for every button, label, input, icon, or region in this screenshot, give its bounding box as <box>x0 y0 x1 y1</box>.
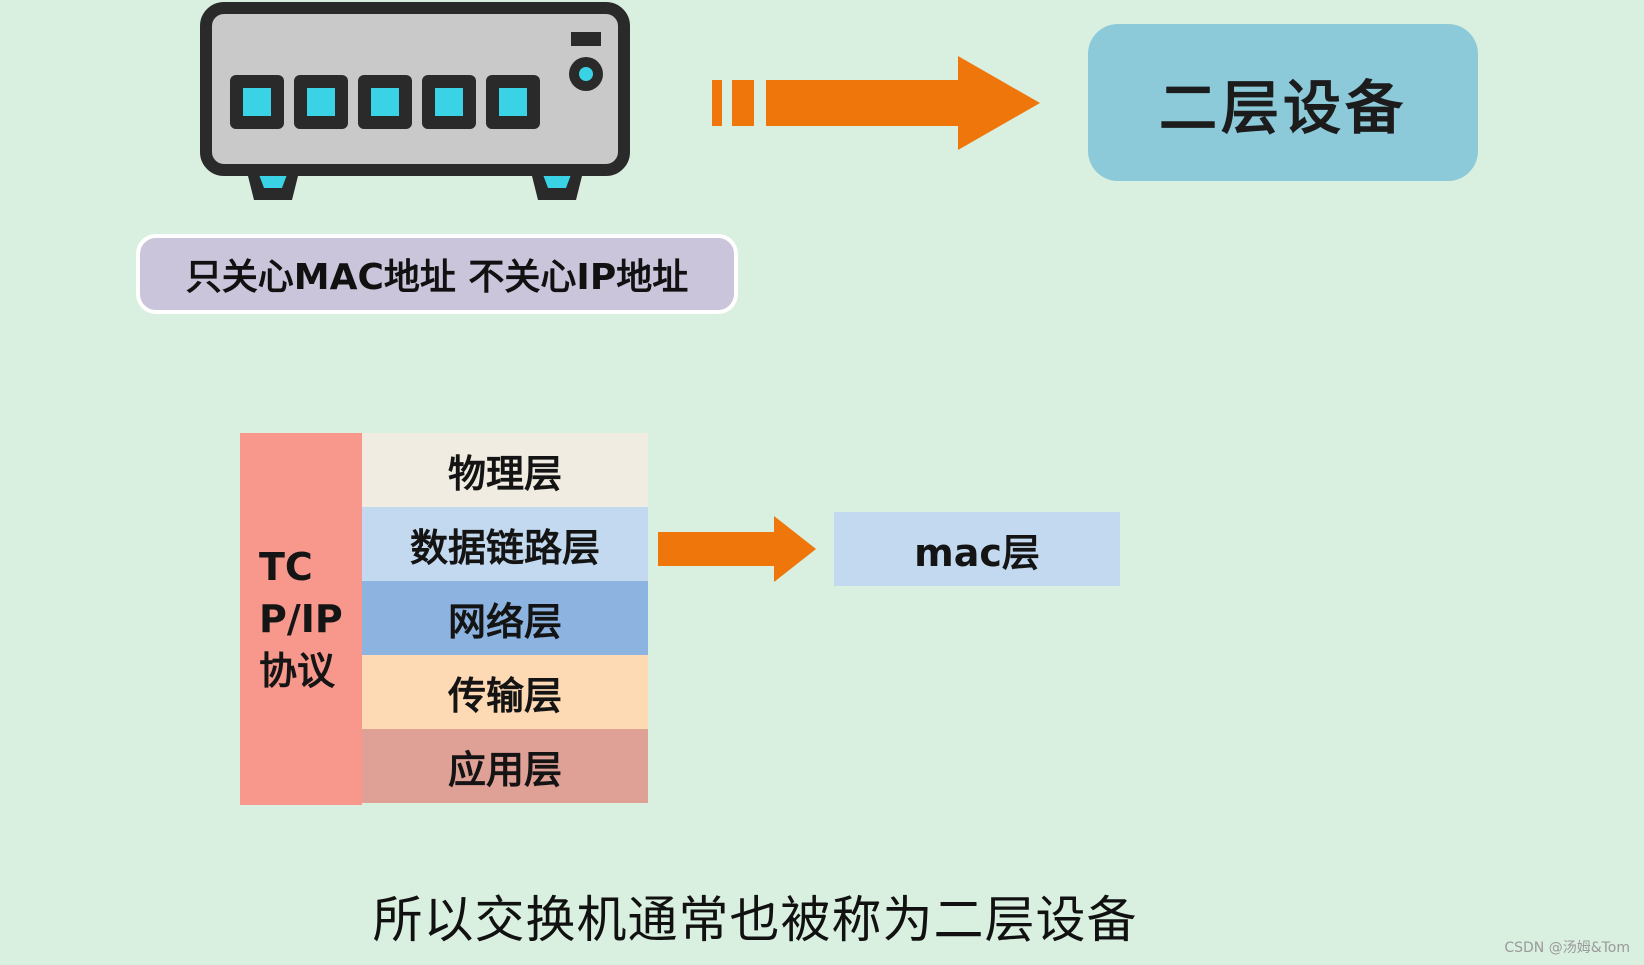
switch-port-light-2 <box>307 88 335 116</box>
layer-physical: 物理层 <box>362 433 648 507</box>
arrow-to-mac-layer <box>658 516 816 582</box>
protocol-stack-label: TCP/IP协议 <box>240 433 362 805</box>
switch-port-5 <box>486 75 540 129</box>
switch-ports <box>230 75 540 129</box>
protocol-stack-label-text: TCP/IP协议 <box>259 545 343 693</box>
switch-port-light-5 <box>499 88 527 116</box>
arrow-to-badge <box>712 56 1040 150</box>
layer-application: 应用层 <box>362 729 648 803</box>
mac-layer-box: mac层 <box>834 512 1120 586</box>
switch-port-4 <box>422 75 476 129</box>
switch-port-light-1 <box>243 88 271 116</box>
layer-transport: 传输层 <box>362 655 648 729</box>
layer-data-link: 数据链路层 <box>362 507 648 581</box>
switch-port-3 <box>358 75 412 129</box>
switch-port-1 <box>230 75 284 129</box>
network-switch-icon <box>200 2 630 200</box>
level-badge: 二层设备 <box>1088 24 1478 181</box>
mac-note: 只关心MAC地址 不关心IP地址 <box>136 234 738 314</box>
caption-text: 所以交换机通常也被称为二层设备 <box>372 891 1138 949</box>
layer-network: 网络层 <box>362 581 648 655</box>
caption: 所以交换机通常也被称为二层设备 <box>0 880 1480 952</box>
switch-port-light-4 <box>435 88 463 116</box>
switch-port-2 <box>294 75 348 129</box>
watermark: CSDN @汤姆&Tom <box>1504 940 1630 956</box>
switch-port-light-3 <box>371 88 399 116</box>
